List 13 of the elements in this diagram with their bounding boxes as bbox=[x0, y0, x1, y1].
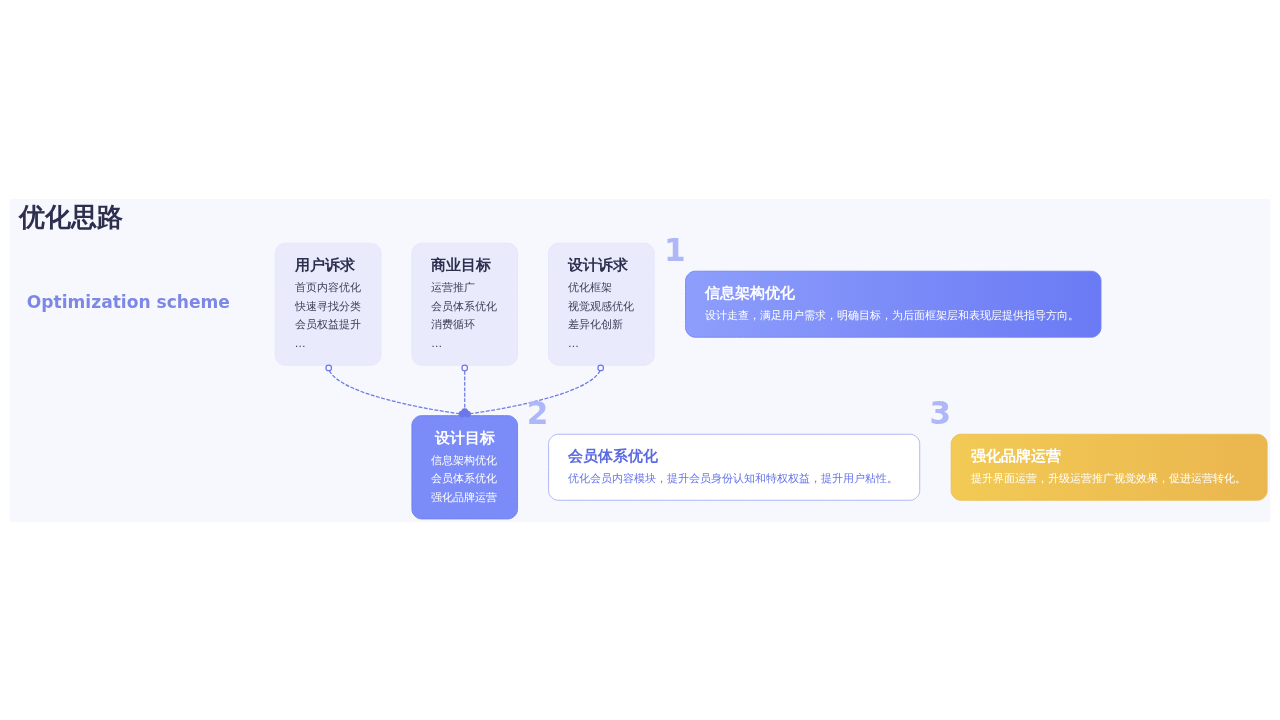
diagram-title: 优化思路 bbox=[19, 201, 124, 232]
node-label: 1 bbox=[663, 231, 686, 268]
node-box: 强化品牌运营 提升界面运营，升级运营推广视觉效果，促进运营转化。 bbox=[950, 433, 1268, 501]
node-box: 设计诉求 优化框架 视觉观感优化 差异化创新 … bbox=[548, 242, 655, 366]
node-box: 商业目标 运营推广 会员体系优化 消费循环 … bbox=[411, 242, 518, 366]
node-label: 3 bbox=[929, 394, 952, 431]
node-box: 会员体系优化 优化会员内容模块，提升会员身份认知和特权权益，提升用户粘性。 bbox=[548, 433, 921, 501]
node-label: 2 bbox=[526, 394, 549, 431]
connector bbox=[464, 363, 605, 417]
node-box: 设计目标 信息架构优化 会员体系优化 强化品牌运营 bbox=[411, 414, 518, 519]
node-box: 用户诉求 首页内容优化 快速寻找分类 会员权益提升 … bbox=[274, 242, 382, 366]
label: Optimization scheme bbox=[26, 291, 230, 312]
node-box: 信息架构优化 设计走查，满足用户需求，明确目标，为后面框架层和表现层提供指导方向。 bbox=[685, 270, 1102, 338]
